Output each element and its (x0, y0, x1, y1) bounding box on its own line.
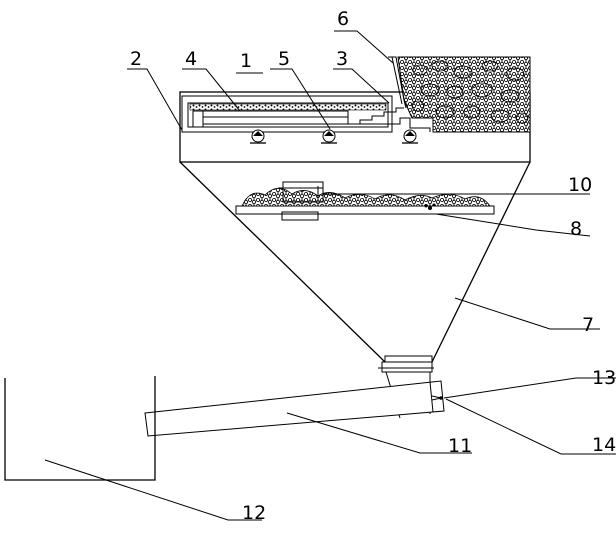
stepped-deck (348, 107, 431, 132)
sensor-point (431, 395, 443, 401)
label-1: 1 (240, 50, 252, 72)
label-3: 3 (336, 48, 348, 70)
label-11: 11 (448, 435, 472, 457)
label-2: 2 (130, 48, 142, 70)
label-12: 12 (242, 502, 266, 524)
hopper-funnel (179, 161, 531, 373)
roller-3 (402, 129, 418, 144)
label-5: 5 (278, 48, 290, 70)
label-6: 6 (337, 8, 349, 30)
material-layer (189, 103, 387, 111)
inclined-conveyor (144, 380, 445, 437)
label-7: 7 (582, 314, 594, 336)
label-14: 14 (592, 434, 616, 456)
label-13: 13 (592, 367, 616, 389)
leader-lines (44, 30, 616, 521)
label-8: 8 (570, 218, 582, 240)
roller-2 (321, 129, 337, 144)
screen-tray (235, 187, 495, 215)
collection-tank (4, 376, 156, 481)
inner-frame (181, 95, 393, 133)
feed-chute (388, 56, 407, 109)
roller-1 (250, 129, 266, 144)
pusher-rod (192, 110, 349, 128)
label-10: 10 (568, 174, 592, 196)
feeder-box (278, 181, 324, 221)
label-4: 4 (185, 48, 197, 70)
stone-bin (397, 56, 531, 133)
